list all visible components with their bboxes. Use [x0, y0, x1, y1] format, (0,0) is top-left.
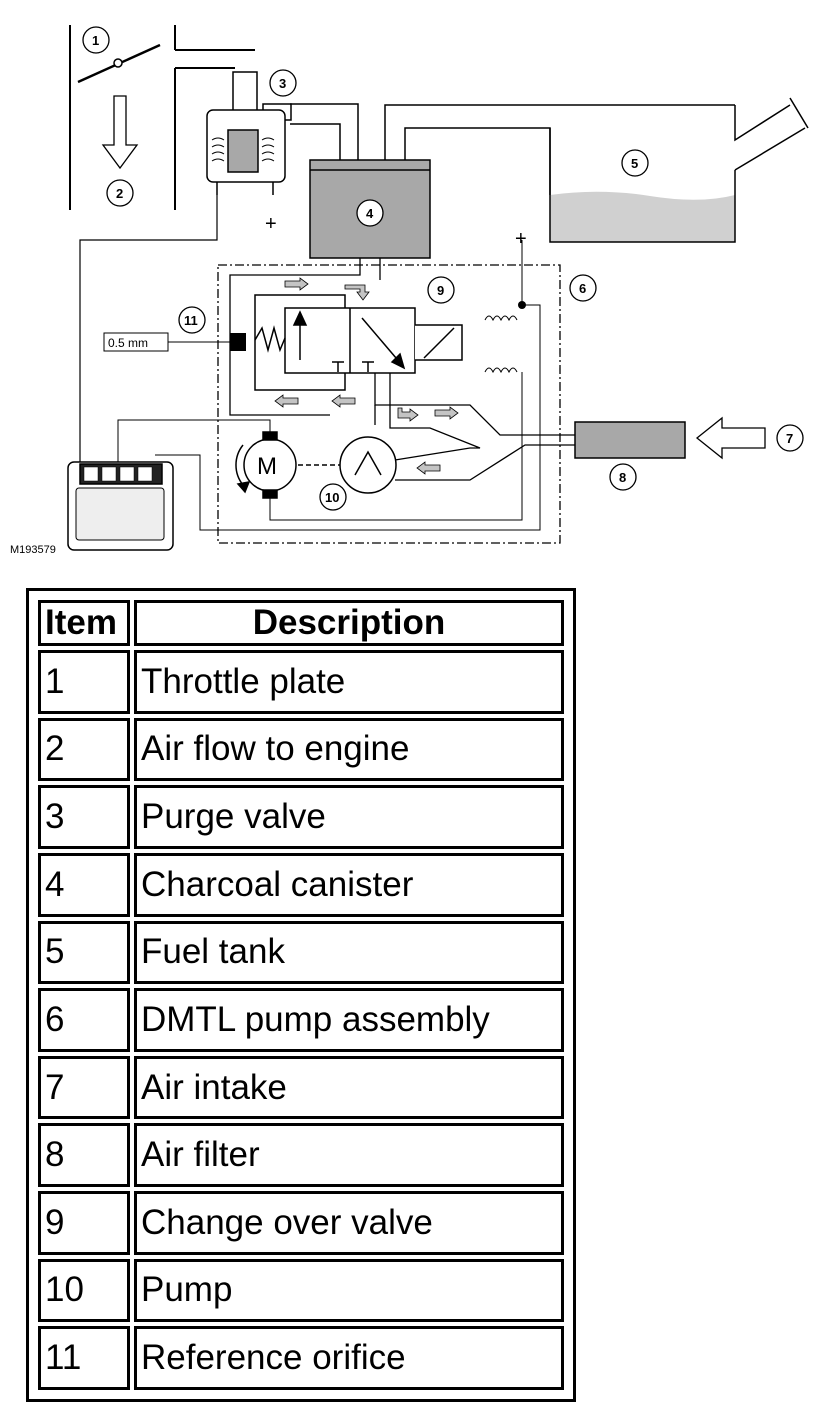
item-number: 1 [38, 650, 130, 714]
item-description: Charcoal canister [134, 852, 564, 917]
air-intake-arrow [695, 416, 766, 460]
purge-pipes [290, 103, 359, 160]
callout-3: 3 [279, 76, 286, 91]
item-description: Air flow to engine [134, 717, 564, 782]
evap-system-diagram: + [10, 25, 809, 556]
purge-valve [206, 71, 292, 195]
callout-numbers: 1 2 3 4 5 6 7 8 9 10 11 [92, 33, 793, 505]
reference-orifice [103, 332, 246, 352]
item-description: Air filter [134, 1123, 564, 1187]
item-description: Change over valve [134, 1191, 564, 1255]
dmtl-pipes [374, 373, 575, 481]
item-number: 9 [38, 1191, 130, 1255]
item-description: DMTL pump assembly [134, 988, 564, 1052]
figure-id: M193579 [10, 544, 56, 556]
item-number: 11 [38, 1326, 130, 1390]
motor [235, 431, 297, 499]
callout-11: 11 [184, 313, 198, 328]
callout-5: 5 [631, 156, 638, 171]
header-description: Description [134, 600, 564, 646]
junction-dot [518, 301, 526, 309]
item-description: Throttle plate [134, 650, 564, 714]
item-number: 8 [38, 1123, 130, 1187]
motor-symbol: M [257, 453, 277, 480]
item-description: Air intake [134, 1055, 564, 1120]
item-description: Pump [134, 1258, 564, 1323]
purge-wire [79, 195, 218, 470]
callout-4: 4 [366, 206, 374, 221]
header-item: Item [38, 600, 130, 646]
orifice-size-label: 0.5 mm [108, 336, 148, 350]
item-number: 4 [38, 852, 130, 917]
purge-valve-plus: + [265, 213, 277, 235]
dmtl-boundary [217, 264, 561, 544]
canister-outlet-pipe [229, 258, 361, 416]
dmtl-heater [117, 240, 541, 531]
item-number: 7 [38, 1055, 130, 1120]
callout-9: 9 [437, 283, 444, 298]
item-number: 6 [38, 988, 130, 1052]
fuel-tank [549, 97, 809, 243]
item-description: Fuel tank [134, 920, 564, 985]
tank-pipes [384, 104, 735, 195]
ecu [67, 461, 174, 551]
item-number: 3 [38, 785, 130, 849]
callout-8: 8 [619, 470, 626, 485]
change-over-valve [254, 294, 463, 391]
dmtl-plus: + [515, 228, 527, 250]
item-number: 10 [38, 1258, 130, 1323]
air-flow-arrow [101, 95, 139, 170]
item-description: Purge valve [134, 785, 564, 849]
flow-arrows [274, 277, 459, 475]
pump [298, 436, 397, 494]
item-number: 2 [38, 717, 130, 782]
callout-7: 7 [786, 431, 793, 446]
callout-1: 1 [92, 33, 99, 48]
callout-10: 10 [325, 490, 339, 505]
throttle-plate [77, 43, 161, 84]
callouts [82, 26, 804, 511]
legend-header-row: Item Description [38, 600, 564, 646]
callout-2: 2 [116, 186, 123, 201]
callout-6: 6 [579, 281, 586, 296]
intake-manifold [69, 25, 255, 210]
air-filter [574, 421, 686, 459]
item-number: 5 [38, 920, 130, 985]
item-description: Reference orifice [134, 1326, 564, 1390]
